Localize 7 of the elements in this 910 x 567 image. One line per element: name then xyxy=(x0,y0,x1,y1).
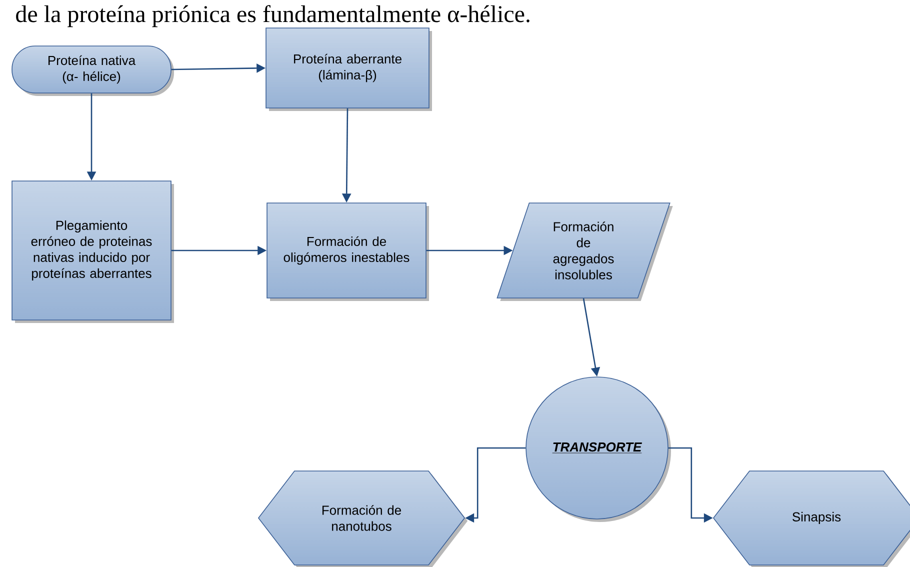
preparation-hexagon: Sinapsis xyxy=(712,470,910,567)
data-parallelogram: Formación de agregados insolubles xyxy=(496,202,673,301)
process-box: Plegamiento erróneo de proteinas nativas inducido por proteínas aberrantes xyxy=(12,180,174,323)
process-box: Formación de oligómeros inestables xyxy=(266,202,429,301)
preparation-hexagon: Formación de nanotubos xyxy=(258,470,468,567)
text-line: de la proteína priónica es fundamentalmente α-hélice. xyxy=(16,5,530,28)
process-box: Proteína aberrante (lámina-β) xyxy=(266,28,432,111)
